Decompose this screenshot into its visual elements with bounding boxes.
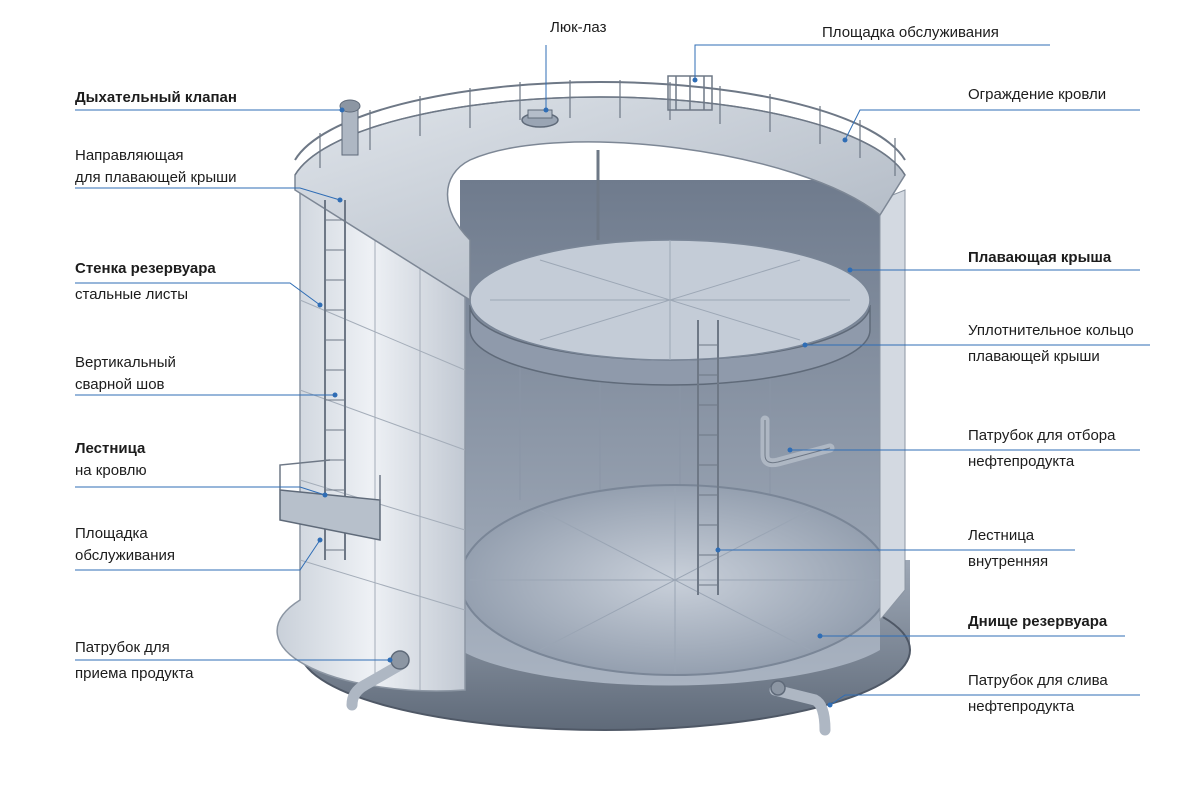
label-seal-ring: Уплотнительное кольцо плавающей крыши [968,320,1134,368]
label-outlet-pipe: Патрубок для отбора нефтепродукта [968,425,1115,473]
leader-drain-pipe [829,694,1140,706]
label-inlet-pipe-line1: Патрубок для [75,639,170,656]
leader-roof-ladder [75,486,326,496]
label-drain-pipe-line1: Патрубок для слива [968,672,1108,689]
label-roof-ladder-line2: на кровлю [75,462,147,479]
label-roof-railing: Ограждение кровли [968,84,1106,106]
label-floating-roof: Плавающая крыша [968,247,1111,269]
label-roof-guide: Направляющая для плавающей крыши [75,145,237,189]
label-internal-ladder-line1: Лестница [968,527,1035,544]
label-weld-seam-line2: сварной шов [75,376,165,393]
tank-bottom [459,484,891,676]
label-internal-ladder-line2: внутренняя [968,553,1049,570]
label-seal-ring-line1: Уплотнительное кольцо [968,322,1134,339]
label-drain-pipe-line2: нефтепродукта [968,698,1075,715]
label-roof-ladder: Лестница на кровлю [75,438,147,482]
label-internal-ladder: Лестница внутренняя [968,525,1048,573]
label-outlet-pipe-line2: нефтепродукта [968,453,1075,470]
label-tank-wall-title: Стенка резервуара [75,260,216,277]
label-side-platform: Площадка обслуживания [75,523,175,567]
label-side-platform-line1: Площадка [75,525,148,542]
label-tank-wall: Стенка резервуара стальные листы [75,258,216,306]
leader-roof-guide [75,187,341,201]
label-side-platform-line2: обслуживания [75,547,176,564]
outlet-pipe [760,415,835,468]
label-service-platform-top: Площадка обслуживания [822,22,999,44]
label-roof-ladder-line1: Лестница [75,440,146,457]
label-breathing-valve: Дыхательный клапан [75,87,237,109]
top-service-platform [667,75,713,111]
leader-lines [75,44,1150,706]
leader-service-platform-top [694,44,1050,80]
leader-roof-railing [844,109,1140,141]
label-weld-seam: Вертикальный сварной шов [75,352,176,396]
label-roof-guide-line1: Направляющая [75,147,184,164]
label-seal-ring-line2: плавающей крыши [968,348,1100,365]
drain-pipe [769,680,831,736]
leader-dots [317,77,853,708]
label-manhole: Люк-лаз [550,17,606,39]
label-tank-bottom: Днище резервуара [968,611,1107,633]
breathing-valve [339,99,361,156]
label-weld-seam-line1: Вертикальный [75,354,176,371]
label-inlet-pipe: Патрубок для приема продукта [75,637,194,685]
label-manhole-text: Люк-лаз [550,19,607,36]
leader-tank-wall [75,282,321,306]
manhole [521,109,559,128]
label-tank-wall-subtitle: стальные листы [75,286,188,303]
label-roof-guide-line2: для плавающей крыши [75,169,237,186]
floating-roof [469,239,871,386]
label-breathing-valve-text: Дыхательный клапан [75,89,237,106]
label-outlet-pipe-line1: Патрубок для отбора [968,427,1116,444]
label-roof-railing-text: Ограждение кровли [968,86,1107,103]
label-drain-pipe: Патрубок для слива нефтепродукта [968,670,1108,718]
label-floating-roof-text: Плавающая крыша [968,249,1112,266]
side-service-platform [279,459,381,541]
label-inlet-pipe-line2: приема продукта [75,665,194,682]
leader-side-platform [75,539,321,571]
label-tank-bottom-text: Днище резервуара [968,613,1108,630]
label-service-platform-top-text: Площадка обслуживания [822,24,999,41]
